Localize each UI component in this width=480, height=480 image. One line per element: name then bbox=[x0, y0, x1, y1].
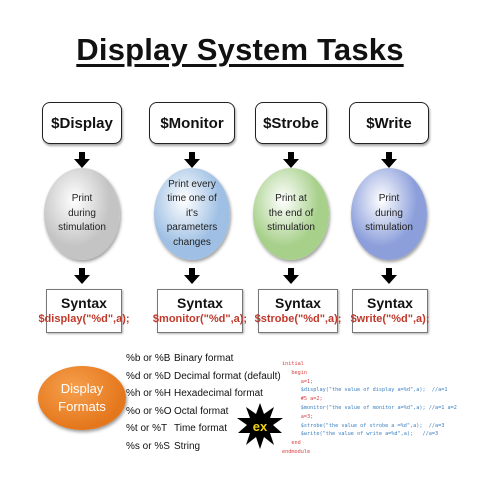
title-text: Display System Tasks bbox=[76, 32, 404, 67]
task-description: Print during stimulation bbox=[365, 193, 413, 234]
format-item: %t or %T Time format bbox=[126, 420, 281, 438]
syntax-code: $display("%d",a); bbox=[38, 313, 130, 326]
down-arrow-icon bbox=[283, 268, 299, 284]
task-name: $Monitor bbox=[160, 114, 224, 132]
format-meaning: Octal format bbox=[174, 405, 229, 417]
down-arrow-icon bbox=[381, 268, 397, 284]
task-box-display: $Display bbox=[42, 102, 122, 144]
down-arrow-icon bbox=[381, 152, 397, 168]
task-box-strobe: $Strobe bbox=[255, 102, 327, 144]
page-title: Display System Tasks bbox=[0, 34, 480, 65]
task-description-ellipse-strobe: Print at the end of stimulation bbox=[253, 168, 329, 260]
down-arrow-icon bbox=[184, 152, 200, 168]
task-description-ellipse-write: Print during stimulation bbox=[351, 168, 427, 260]
task-name: $Write bbox=[366, 114, 412, 132]
code-line: initial bbox=[282, 361, 304, 367]
display-formats-label: Display Formats bbox=[58, 381, 106, 414]
code-line: a=1; bbox=[282, 378, 314, 385]
code-line: #5 a=2; bbox=[282, 396, 323, 403]
code-example: initial begin a=1; $display("the value o… bbox=[282, 360, 457, 457]
display-formats-oval: Display Formats bbox=[38, 366, 126, 430]
syntax-label: Syntax bbox=[367, 295, 413, 312]
down-arrow-icon bbox=[74, 152, 90, 168]
down-arrow-icon bbox=[74, 268, 90, 284]
format-meaning: Time format bbox=[174, 423, 227, 434]
syntax-code: $write("%d",a); bbox=[350, 313, 430, 326]
format-meaning: String bbox=[174, 440, 201, 452]
syntax-label: Syntax bbox=[61, 295, 107, 312]
code-line: a=3; bbox=[282, 413, 314, 420]
down-arrow-icon bbox=[184, 268, 200, 284]
starburst-shape bbox=[237, 403, 283, 449]
task-description-ellipse-monitor: Print every time one of it's parameters … bbox=[154, 168, 230, 260]
code-line: $strobe("the value of strobe a =%d",a); … bbox=[282, 422, 445, 429]
code-line: end bbox=[282, 440, 301, 447]
format-item: %s or %S String bbox=[126, 438, 281, 456]
task-description: Print every time one of it's parameters … bbox=[166, 178, 218, 248]
syntax-label: Syntax bbox=[275, 295, 321, 312]
format-code: %d or %D bbox=[126, 370, 172, 382]
code-line: $monitor("the value of monitor a=%d",a);… bbox=[282, 404, 457, 411]
format-meaning: Hexadecimal format bbox=[174, 388, 263, 399]
syntax-box-write: Syntax$write("%d",a); bbox=[350, 289, 430, 333]
task-box-write: $Write bbox=[349, 102, 429, 144]
example-badge-text: ex bbox=[253, 419, 268, 434]
syntax-code: $strobe("%d",a); bbox=[254, 313, 342, 326]
syntax-code: $monitor("%d",a); bbox=[152, 313, 248, 326]
format-meaning: Binary format bbox=[174, 353, 234, 364]
task-description: Print at the end of stimulation bbox=[267, 193, 315, 234]
task-box-monitor: $Monitor bbox=[149, 102, 235, 144]
code-line: endmodule bbox=[282, 448, 311, 455]
syntax-box-strobe: Syntax$strobe("%d",a); bbox=[255, 289, 341, 333]
format-code: %t or %T bbox=[126, 423, 168, 434]
task-description-ellipse-display: Print during stimulation bbox=[44, 168, 120, 260]
format-code: %s or %S bbox=[126, 440, 170, 452]
syntax-label: Syntax bbox=[177, 295, 223, 312]
task-name: $Display bbox=[51, 114, 113, 132]
syntax-box-display: Syntax$display("%d",a); bbox=[38, 289, 130, 333]
example-burst-icon: ex bbox=[237, 403, 283, 449]
code-line: $write("the value of write a=%d",a); //a… bbox=[282, 431, 439, 438]
format-code: %h or %H bbox=[126, 388, 172, 399]
syntax-box-monitor: Syntax$monitor("%d",a); bbox=[153, 289, 247, 333]
task-name: $Strobe bbox=[263, 114, 319, 132]
format-meaning: Decimal format (default) bbox=[174, 370, 281, 382]
down-arrow-icon bbox=[283, 152, 299, 168]
format-code: %b or %B bbox=[126, 353, 171, 364]
format-code: %o or %O bbox=[126, 405, 172, 417]
task-description: Print during stimulation bbox=[58, 193, 106, 234]
code-line: begin bbox=[282, 369, 307, 376]
code-line: $display("the value of display a=%d",a);… bbox=[282, 387, 448, 394]
